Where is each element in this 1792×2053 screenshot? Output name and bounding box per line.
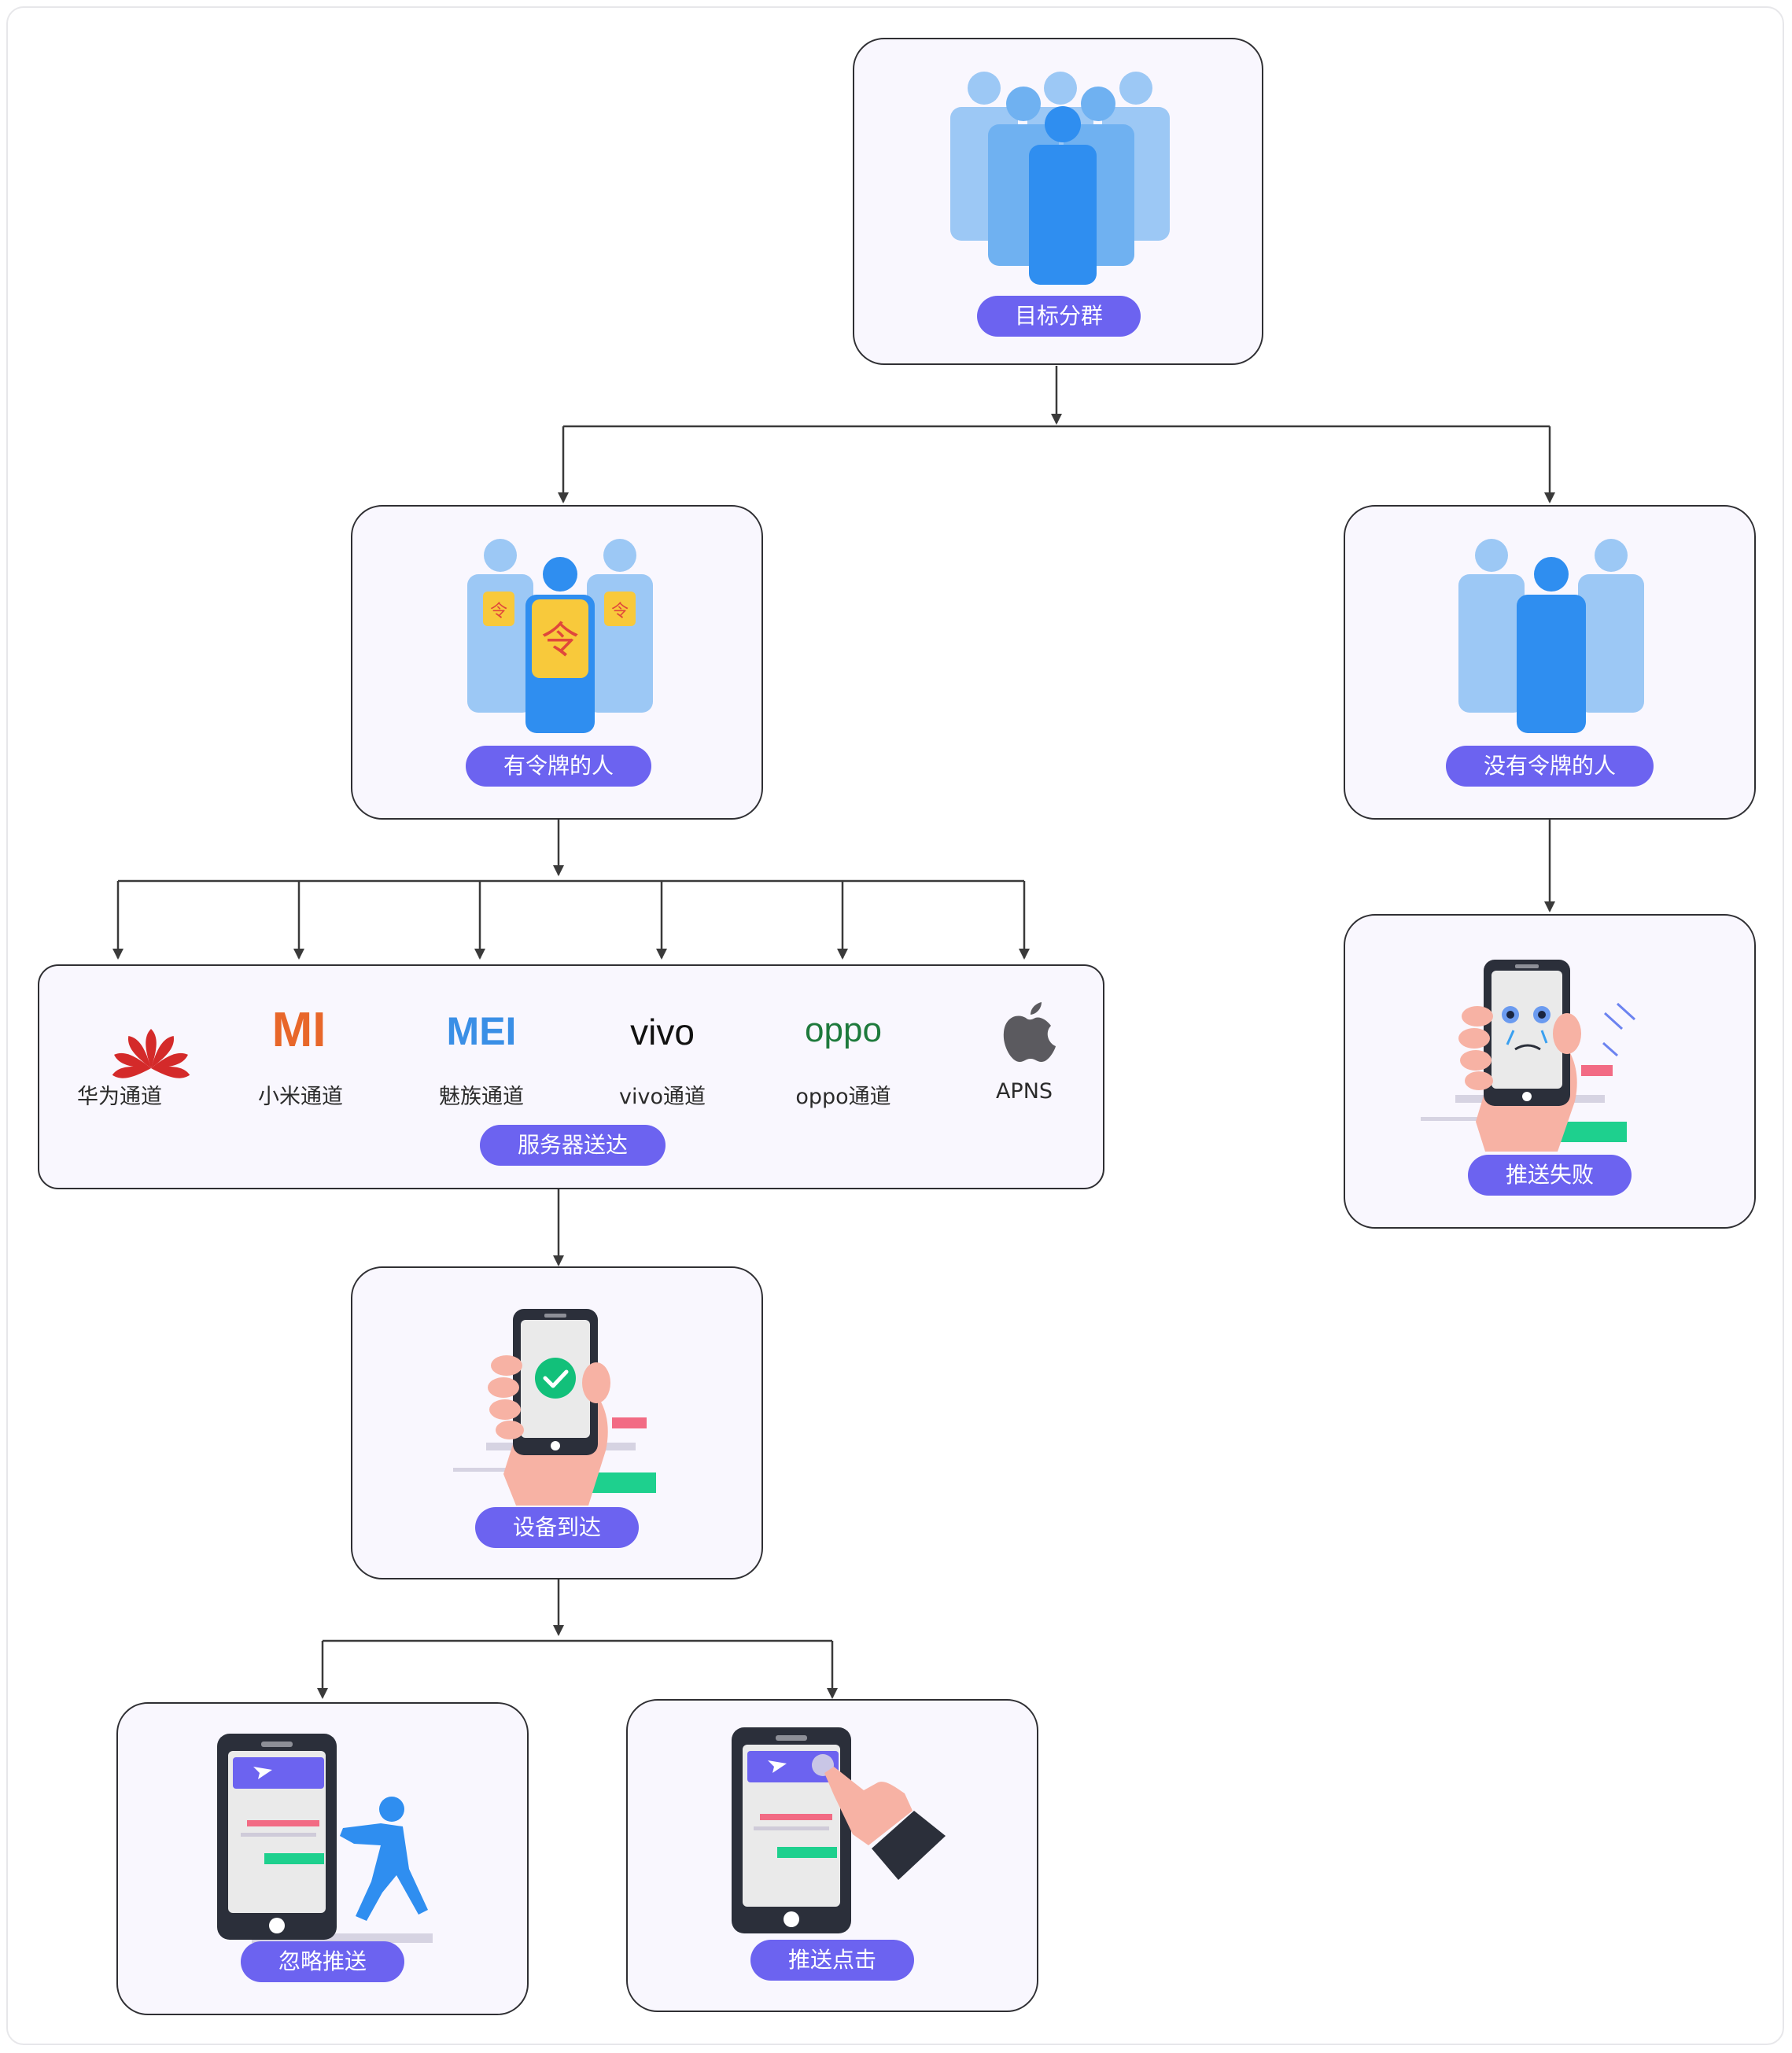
- node-label: 推送点击: [750, 1940, 914, 1981]
- token-glyph: 令: [541, 618, 579, 662]
- channel-label-huawei: 华为通道: [77, 1085, 162, 1109]
- channel-label-meizu: 魅族通道: [439, 1085, 524, 1109]
- node-device-delivered: 设备到达: [351, 1266, 763, 1579]
- channel-label-oppo: oppo通道: [795, 1085, 891, 1109]
- node-ignore-push: 忽略推送: [116, 1702, 529, 2015]
- node-label: 有令牌的人: [466, 746, 651, 787]
- svg-text:令: 令: [611, 602, 629, 621]
- node-target-segment: 目标分群: [853, 38, 1263, 365]
- channel-label-xiaomi: 小米通道: [258, 1085, 343, 1109]
- node-label: 推送失败: [1468, 1155, 1632, 1196]
- apple-icon: [1003, 1002, 1056, 1062]
- node-without-token: 没有令牌的人: [1344, 505, 1756, 820]
- vivo-icon: vivo: [630, 1012, 695, 1052]
- node-push-failed: 推送失败: [1344, 914, 1756, 1229]
- svg-text:令: 令: [490, 602, 507, 621]
- people-icon: [1458, 539, 1644, 733]
- node-label: 忽略推送: [241, 1941, 404, 1982]
- phone-tap-icon: [732, 1727, 946, 1933]
- svg-text:MI: MI: [272, 1003, 326, 1057]
- node-label: 没有令牌的人: [1446, 746, 1654, 787]
- node-with-token: 令 令 令 有令牌的人: [351, 505, 763, 820]
- oppo-icon: oppo: [805, 1011, 882, 1049]
- channel-label-apns: APNS: [995, 1079, 1053, 1104]
- channel-label-vivo: vivo通道: [619, 1085, 706, 1109]
- huawei-icon: [112, 1029, 190, 1078]
- phone-push-ignore-icon: [217, 1734, 433, 1943]
- node-label: 目标分群: [977, 296, 1141, 337]
- diagram-frame: [6, 6, 1784, 2045]
- channel-logos: MI MEI vivo oppo: [112, 1002, 1056, 1078]
- svg-text:oppo: oppo: [805, 1011, 882, 1049]
- people-with-token-icon: 令 令 令: [467, 539, 653, 733]
- node-label: 设备到达: [475, 1507, 639, 1548]
- svg-text:vivo: vivo: [630, 1012, 695, 1052]
- node-server-delivery: MI MEI vivo oppo 华为通道 小米通道 魅族通道 vivo通道 o…: [38, 964, 1104, 1189]
- xiaomi-icon: MI: [272, 1003, 326, 1057]
- node-label: 服务器送达: [480, 1125, 666, 1166]
- crowd-icon: [950, 72, 1170, 285]
- crying-phone-icon: [1421, 960, 1636, 1152]
- meizu-icon: MEI: [447, 1009, 517, 1053]
- svg-text:MEI: MEI: [447, 1009, 517, 1053]
- phone-check-icon: [453, 1309, 656, 1506]
- node-push-click: 推送点击: [626, 1699, 1038, 2012]
